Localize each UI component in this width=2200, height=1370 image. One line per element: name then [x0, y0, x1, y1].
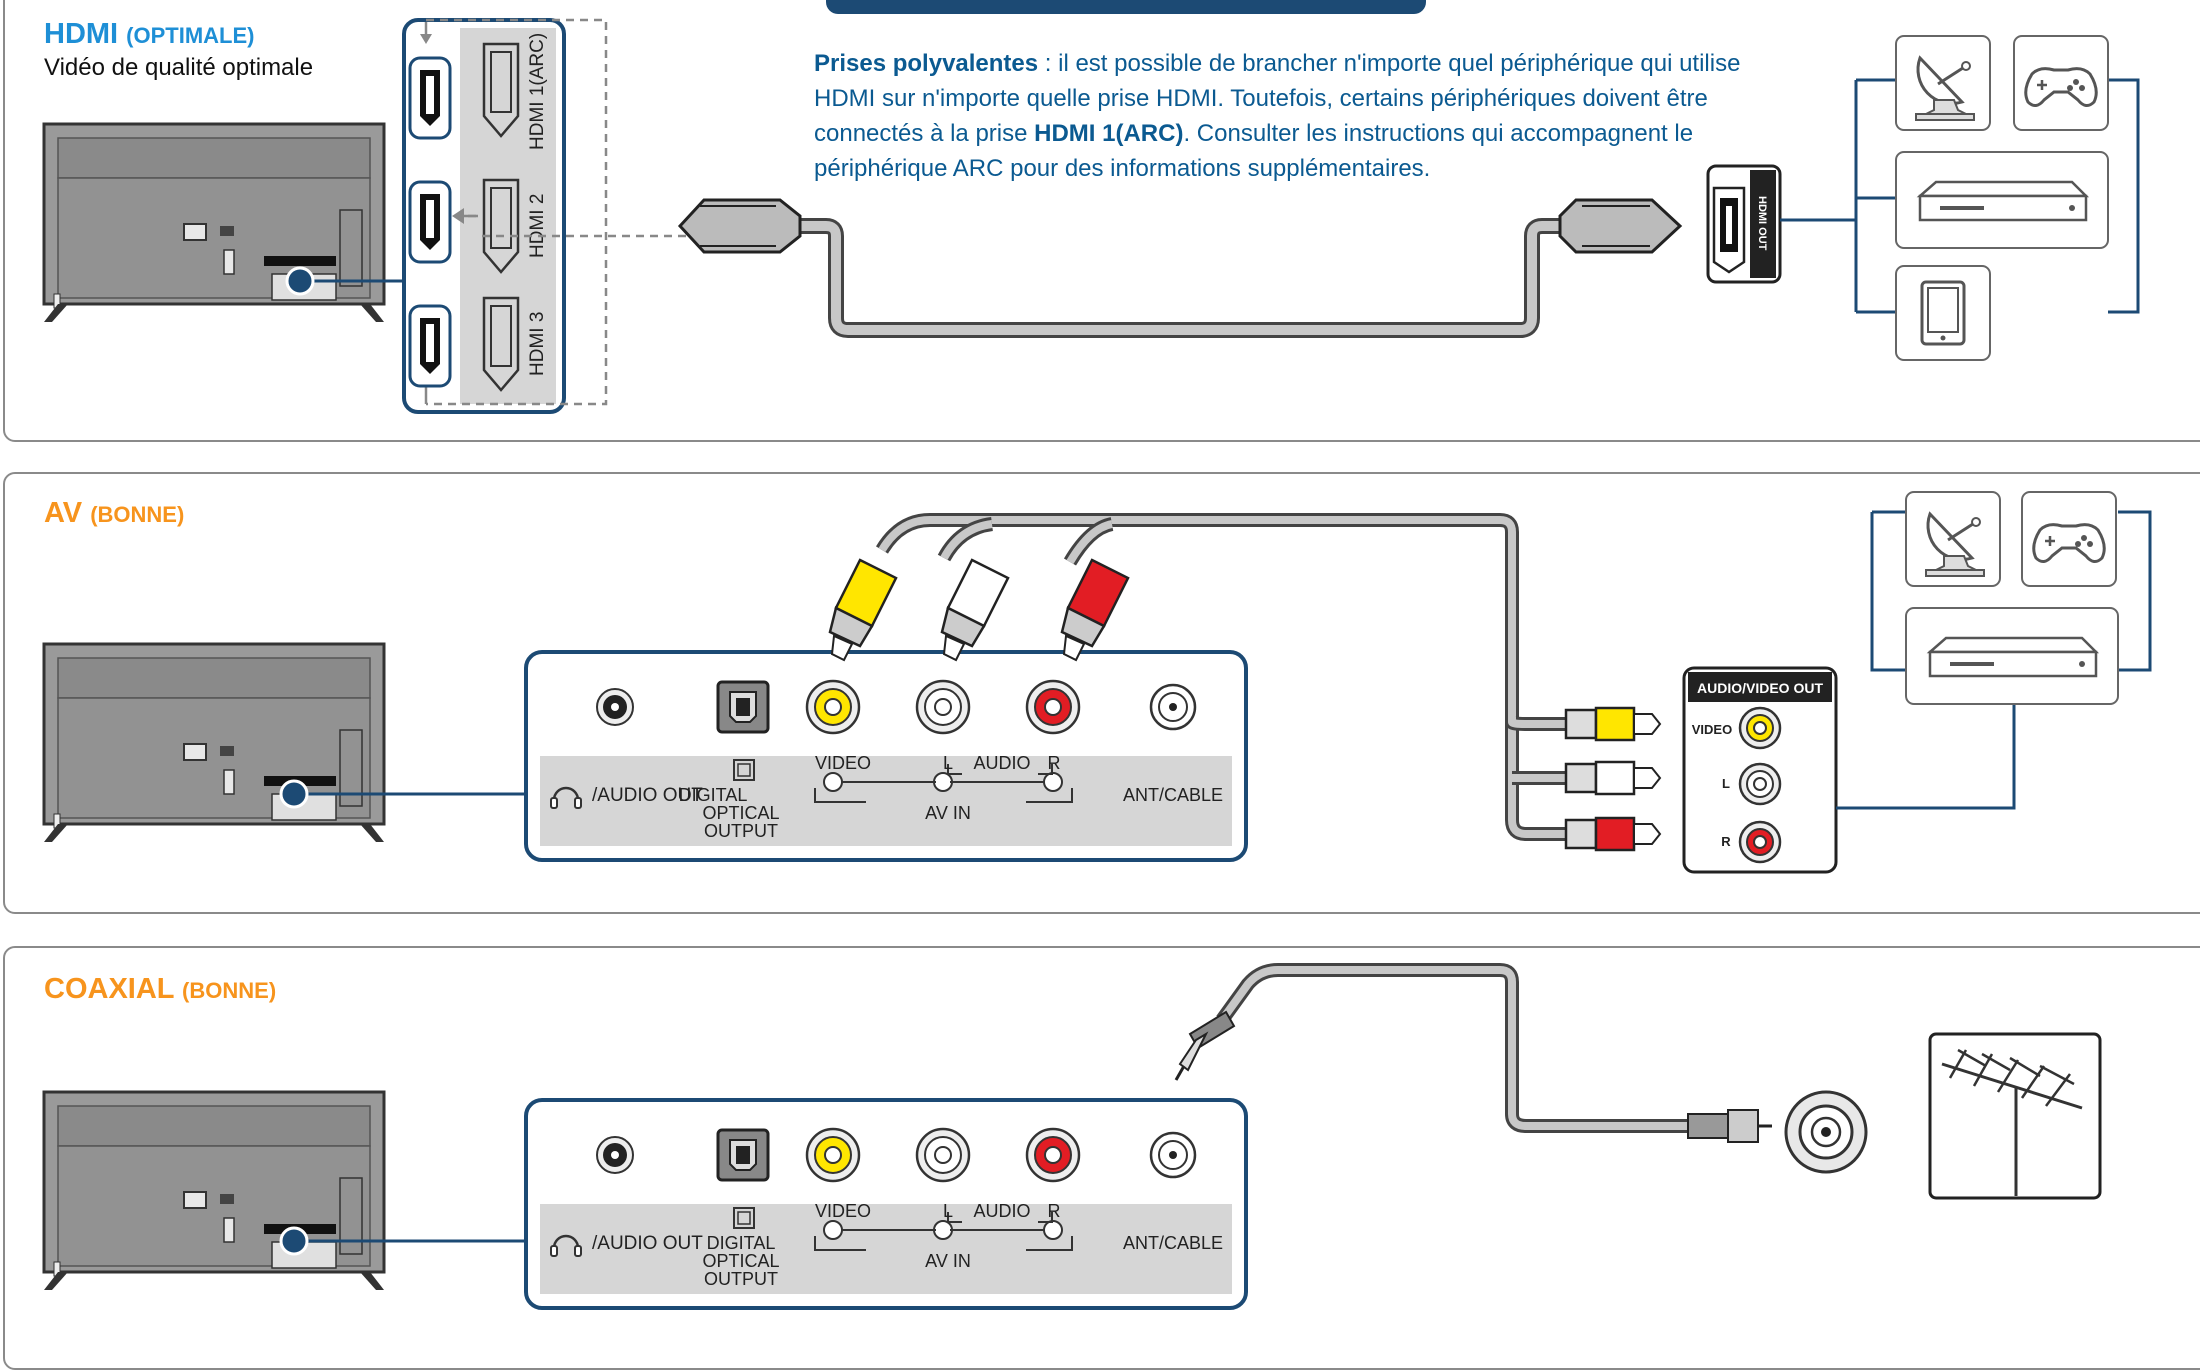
- para-lead: Prises polyvalentes: [814, 50, 1039, 77]
- optical-label: OPTICAL: [702, 803, 779, 823]
- av-quality-label: (BONNE): [90, 502, 185, 527]
- av-out-r-label: R: [1721, 834, 1731, 849]
- antenna-icon: [1928, 1032, 2102, 1200]
- coax-optical-label: OPTICAL: [702, 1251, 779, 1271]
- audio-r-label: R: [1048, 753, 1061, 773]
- tv-port-marker-coax: [279, 1226, 309, 1256]
- hdmi-device-bracket: [1854, 78, 2140, 314]
- rca-plug-white-top: [940, 558, 1010, 662]
- hdmi-description: Prises polyvalentes : il est possible de…: [814, 46, 1794, 186]
- hdmi-section-title: HDMI (OPTIMALE): [44, 18, 255, 50]
- coax-output-label: OUTPUT: [704, 1269, 778, 1289]
- coaxial-quality-label: (BONNE): [182, 978, 277, 1003]
- tablet-icon: [1894, 264, 1992, 362]
- rca-plug-red-top: [1060, 558, 1130, 662]
- hdmi-port-1: [408, 56, 452, 140]
- hdmi-port-label-3: HDMI 3: [527, 312, 548, 376]
- tv-back-hdmi: [42, 122, 386, 324]
- para-bold-port: HDMI 1(ARC): [1034, 120, 1184, 147]
- satellite-icon: [1894, 34, 1992, 132]
- hdmi-plug-left: [677, 198, 802, 254]
- coax-cable: [1216, 963, 1690, 1133]
- rca-plug-white-right: [1564, 760, 1662, 796]
- hdmi-port-label-2: HDMI 2: [527, 194, 548, 258]
- para-text-2: . Consulter les instructions qui accompa…: [814, 120, 1694, 182]
- coax-audio-l-label: L: [943, 1201, 953, 1221]
- hdmi-port-3: [408, 304, 452, 388]
- game-controller-icon: [2012, 34, 2110, 132]
- av-cable-bundle: [875, 513, 1566, 841]
- ant-cable-label: ANT/CABLE: [1123, 785, 1223, 805]
- hdmi-port-dashed-frame: [426, 18, 608, 406]
- tv-back-coax: [42, 1090, 386, 1292]
- coax-jack-panel: [524, 1098, 1248, 1310]
- audio-out-label: /AUDIO OUT: [592, 785, 703, 806]
- coax-av-in-label: AV IN: [925, 1251, 971, 1271]
- hdmi-subtitle: Vidéo de qualité optimale: [44, 54, 314, 81]
- coax-plug-right: [1687, 1109, 1772, 1143]
- av-device-bracket: [1836, 510, 2152, 810]
- audio-l-label: L: [943, 753, 953, 773]
- arrow-down-icon: [420, 34, 432, 44]
- digital-label: DIGITAL: [679, 785, 748, 805]
- hdmi-quality-label: (OPTIMALE): [126, 23, 255, 48]
- coax-audio-r-label: R: [1048, 1201, 1061, 1221]
- hdmi-port-2: [408, 180, 452, 264]
- media-player-icon: [1894, 150, 2110, 250]
- av-out-label: AUDIO/VIDEO OUT: [1697, 680, 1823, 696]
- media-player-icon-av: [1904, 606, 2120, 706]
- video-label: VIDEO: [815, 753, 871, 773]
- coax-plug-top: [1174, 1010, 1236, 1081]
- hdmi-plug-right: [1558, 198, 1683, 254]
- av-section-title: AV (BONNE): [44, 497, 185, 529]
- output-label: OUTPUT: [704, 821, 778, 841]
- av-jack-panel: [524, 650, 1248, 862]
- av-out-video-label: VIDEO: [1692, 722, 1732, 737]
- coax-audio-out-label: /AUDIO OUT: [592, 1233, 703, 1254]
- rca-plug-yellow-top: [828, 558, 898, 662]
- game-controller-icon-av: [2020, 490, 2118, 588]
- arrow-left-icon: [452, 208, 464, 224]
- coax-audio-label: AUDIO: [973, 1201, 1030, 1221]
- hdmi-port-label-1: HDMI 1(ARC): [527, 33, 548, 150]
- tv-port-marker-hdmi: [285, 266, 315, 296]
- audio-label: AUDIO: [973, 753, 1030, 773]
- connection-diagram: HDMI 1(ARC) HDMI 2 HDMI 3 HDMI OUT /AUDI…: [42, 18, 2152, 1310]
- coax-video-label: VIDEO: [815, 1201, 871, 1221]
- coax-digital-label: DIGITAL: [707, 1233, 776, 1253]
- coaxial-section-title: COAXIAL (BONNE): [44, 973, 277, 1005]
- av-out-l-label: L: [1722, 776, 1730, 791]
- tv-port-marker-av: [279, 779, 309, 809]
- hdmi-cable-outline: [800, 218, 1576, 338]
- rca-plug-red-right: [1564, 816, 1662, 852]
- hdmi-out-label: HDMI OUT: [1756, 196, 1768, 251]
- av-in-label: AV IN: [925, 803, 971, 823]
- rca-plug-yellow-right: [1564, 706, 1662, 742]
- tv-back-av: [42, 642, 386, 844]
- coax-ant-cable-label: ANT/CABLE: [1123, 1233, 1223, 1253]
- para-text-1: : il est possible de brancher n'importe …: [814, 50, 1741, 147]
- header-badge: [826, 0, 1426, 14]
- satellite-icon-av: [1904, 490, 2002, 588]
